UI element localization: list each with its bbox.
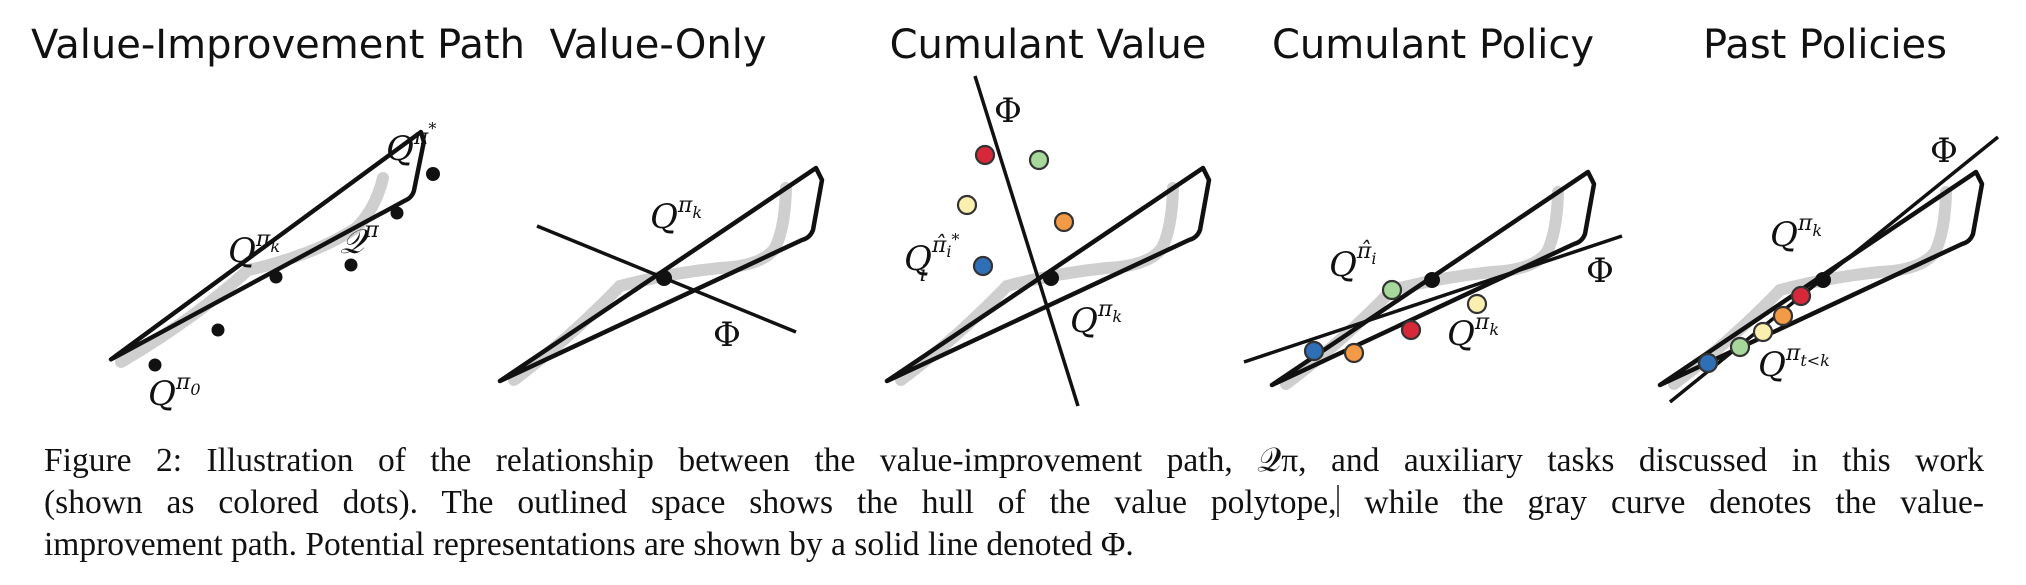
caption-line-2-part-a: (shown as colored dots). The outlined sp… (44, 484, 1337, 521)
polytope-hull (108, 129, 427, 362)
cumulant-policy-dots (1303, 279, 1488, 364)
cumulant-dot (974, 144, 996, 166)
figure-caption: Figure 2: Illustration of the relationsh… (44, 440, 1984, 566)
current-point (1043, 270, 1059, 286)
panel-cumulant-value (884, 165, 1212, 386)
label-phi: Φ (1930, 131, 1958, 171)
set-point (390, 206, 404, 220)
polytope-hull (1657, 169, 1985, 388)
set-point (344, 258, 358, 272)
panel3-labels: Φ Qπ̂i*i Qπk (904, 91, 1122, 341)
label-phi: Φ (994, 91, 1022, 131)
past-policy-dots (1697, 285, 1812, 374)
label-q-pik: Qπk (1070, 297, 1122, 341)
label-q-pi-star: Qπ* (386, 119, 436, 169)
current-point (656, 270, 672, 286)
label-q-pi-hat-i: Qπ̂i (1329, 239, 1376, 285)
panel-title-value-only: Value-Only (549, 22, 767, 68)
label-phi: Φ (713, 315, 741, 355)
current-point (1424, 272, 1440, 288)
start-point (148, 358, 162, 372)
past-policy-dot (1697, 352, 1719, 374)
label-phi: Φ (1586, 251, 1614, 291)
label-q-pik: Qπk (650, 193, 702, 237)
panel-title-past-policies: Past Policies (1702, 22, 1948, 68)
panel-title-cumulant-policy: Cumulant Policy (1271, 22, 1595, 68)
polytope-hull (1269, 169, 1597, 388)
representation-line-phi (973, 75, 1080, 407)
label-q-pi0: Qπ0 (148, 370, 201, 414)
past-policy-dot (1752, 321, 1774, 343)
policy-dot (1466, 293, 1488, 315)
panel-value-only (497, 165, 825, 386)
optimal-point (426, 167, 440, 181)
panel-title-value-improvement-path: Value-Improvement Path (31, 22, 525, 68)
cumulant-dot (972, 255, 994, 277)
polytope-hull (884, 165, 1212, 384)
caption-line-3: improvement path. Potential representati… (44, 526, 1134, 563)
polytope-hull (497, 165, 825, 384)
path-point (211, 323, 225, 337)
panel-cumulant-policy (1269, 169, 1597, 390)
past-policy-dot (1729, 336, 1751, 358)
label-q-pi-past: Qπt<k (1758, 341, 1830, 385)
current-point (269, 270, 283, 284)
panel-title-cumulant-value: Cumulant Value (889, 22, 1207, 68)
representation-line-phi (1668, 135, 2000, 404)
label-q-pik: Qπk (1447, 310, 1499, 354)
caption-line-2-part-b: while the gray curve denotes the value- (1340, 484, 1984, 521)
policy-dot (1303, 340, 1325, 362)
past-policy-dot (1772, 305, 1794, 327)
label-q-pik: Qπk (1770, 211, 1822, 255)
cumulant-dot (1028, 149, 1050, 171)
policy-dot (1343, 342, 1365, 364)
representation-line-phi (1243, 234, 1623, 364)
label-cumulant-q: Qπ̂i*i (904, 230, 959, 287)
policy-dot (1400, 319, 1422, 341)
cumulant-value-dots (956, 144, 1075, 277)
cumulant-dot (1053, 211, 1075, 233)
past-policy-dot (1790, 285, 1812, 307)
figure-illustrations: Qπ0 Qπk 𝒬π Qπ* Qπk Φ (108, 75, 2000, 414)
cumulant-dot (956, 194, 978, 216)
panel1-labels: Qπ0 Qπk 𝒬π Qπ* (148, 119, 436, 414)
caption-line-2: (shown as colored dots). The outlined sp… (44, 482, 1984, 524)
panel-value-improvement-path (108, 129, 440, 372)
label-set-q-pi: 𝒬π (340, 218, 379, 262)
text-cursor (1337, 485, 1340, 517)
policy-dot (1381, 279, 1403, 301)
caption-line-1: Figure 2: Illustration of the relationsh… (44, 442, 1984, 479)
